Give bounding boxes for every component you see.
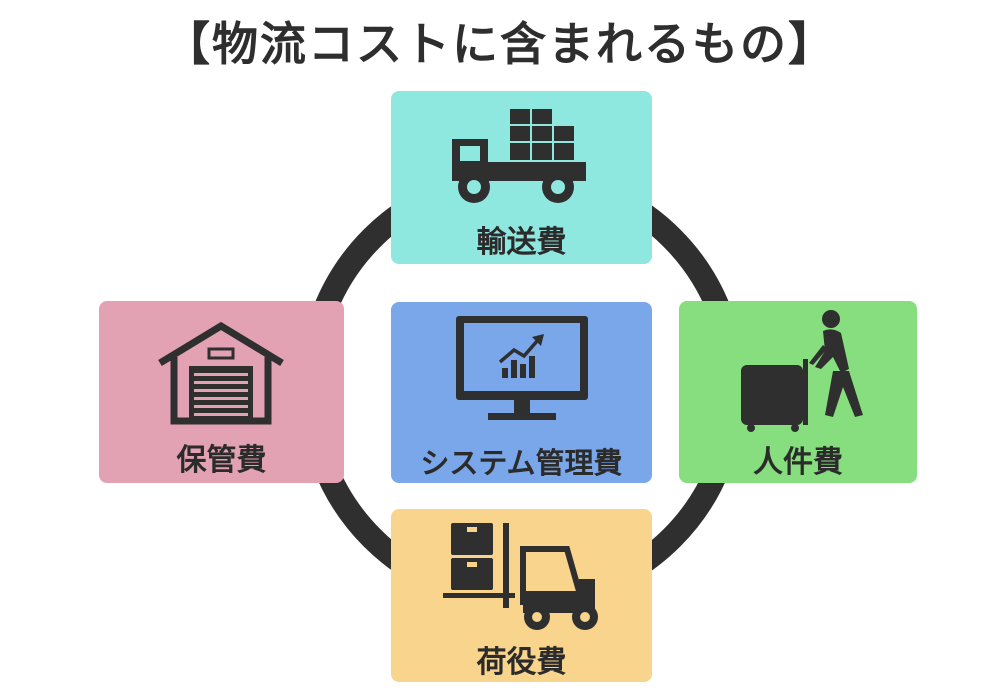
- worker-cart-icon: [741, 310, 863, 432]
- page-title: 【物流コストに含まれるもの】: [164, 17, 836, 71]
- system-cost-card: システム管理費: [391, 302, 652, 483]
- transport-cost-card: 輸送費: [391, 91, 652, 264]
- labor-cost-card: 人件費: [679, 301, 917, 483]
- labor-cost-label: 人件費: [753, 445, 843, 480]
- forklift-icon: [443, 523, 598, 630]
- system-cost-label: システム管理費: [420, 446, 623, 480]
- transport-cost-label: 輸送費: [476, 225, 567, 260]
- truck-icon: [452, 109, 586, 203]
- storage-cost-label: 保管費: [176, 443, 267, 478]
- monitor-chart-icon: [456, 316, 588, 420]
- handling-cost-label: 荷役費: [476, 645, 567, 680]
- warehouse-icon: [158, 321, 284, 425]
- handling-cost-card: 荷役費: [391, 509, 652, 682]
- storage-cost-card: 保管費: [99, 301, 344, 483]
